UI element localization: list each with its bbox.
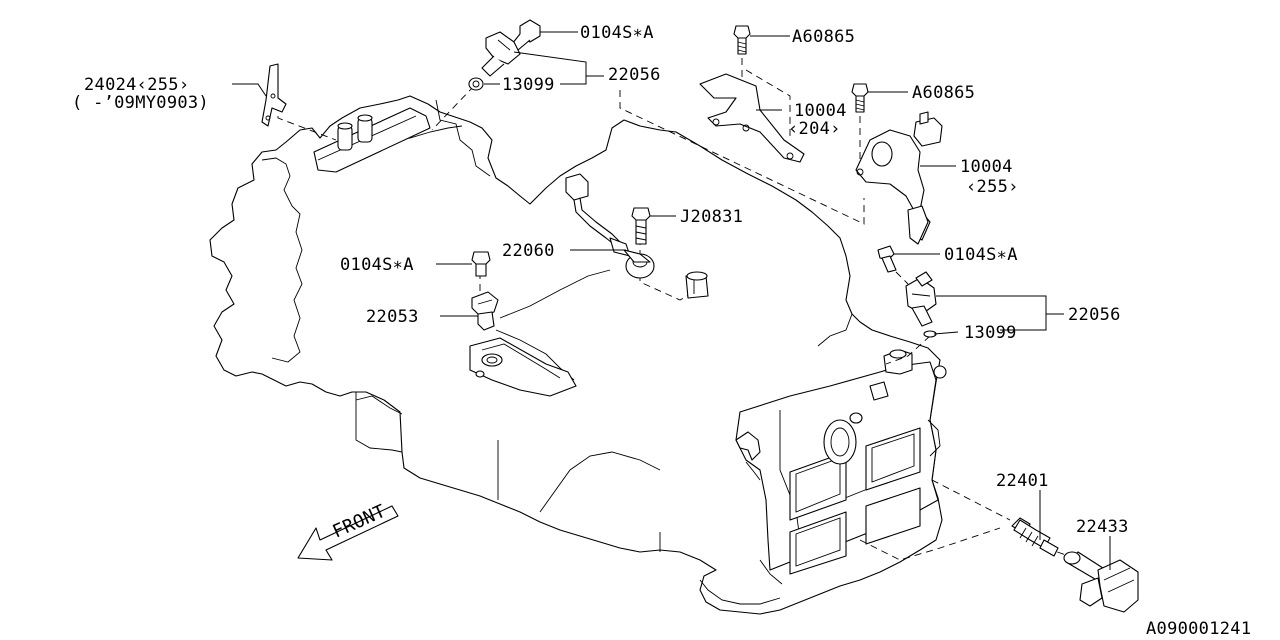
label-oring-top: 13099: [502, 75, 555, 95]
label-ignition-coil: 22433: [1076, 517, 1129, 537]
label-bracket-left: 24024‹255›: [84, 75, 189, 95]
bracket-left-part: [261, 63, 287, 127]
spark-plug-part: [1011, 517, 1059, 557]
label-cam-sensor: 22053: [366, 307, 419, 327]
bolt-a60865-2-part: [851, 83, 869, 113]
sensor-right-part: [905, 271, 937, 327]
label-bolt-j20831: J20831: [680, 207, 743, 227]
callout-labels: 0104S∗A 22056 13099 24024‹255› ( -’09MY0…: [72, 23, 1251, 639]
label-sensor-right: 22056: [1068, 305, 1121, 325]
label-bolt-right: 0104S∗A: [944, 245, 1018, 265]
label-bolt-top: 0104S∗A: [580, 23, 654, 43]
bolt-left-part: [471, 251, 491, 277]
bracket-10004-b-part: [855, 111, 943, 245]
label-bracket-10004-a: 10004: [794, 101, 847, 121]
engine-block: [209, 95, 947, 615]
front-label: FRONT: [329, 501, 388, 543]
bracket-10004-a-part: [699, 73, 805, 163]
oring-top-part: [468, 77, 484, 91]
figure-code: A090001241: [1146, 619, 1251, 639]
label-bracket-10004-a-note: ‹204›: [788, 119, 841, 139]
label-spark-plug: 22401: [996, 471, 1049, 491]
label-bracket-left-note: ( -’09MY0903): [72, 93, 209, 113]
label-oring-right: 13099: [964, 323, 1017, 343]
label-bolt-a60865-1: A60865: [792, 27, 855, 47]
label-knock-sensor: 22060: [502, 241, 555, 261]
stud-part: [685, 271, 709, 299]
leader-lines: [232, 31, 1111, 570]
ignition-coil-part: [1063, 551, 1139, 613]
label-bracket-10004-b-note: ‹255›: [966, 177, 1019, 197]
label-sensor-top: 22056: [608, 65, 661, 85]
bolt-j20831-part: [631, 207, 651, 245]
knock-sensor-part: [565, 173, 655, 279]
cam-sensor-part: [471, 291, 499, 331]
sensor-top-part: [481, 31, 521, 77]
front-arrow: FRONT: [297, 501, 399, 561]
bolt-a60865-1-part: [733, 25, 751, 55]
label-bracket-10004-b: 10004: [960, 157, 1013, 177]
label-bolt-left: 0104S∗A: [340, 255, 414, 275]
label-bolt-a60865-2: A60865: [912, 83, 975, 103]
bolt-right-part: [877, 245, 897, 273]
